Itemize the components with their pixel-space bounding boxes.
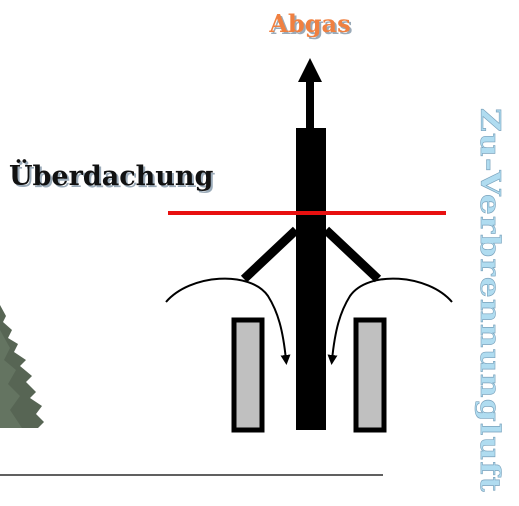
combustion-air-label: Zu-Verbrennungluft (474, 108, 505, 493)
deflector-legs (240, 226, 382, 283)
chimney-pipe (296, 128, 326, 430)
exhaust-label: Abgas (268, 9, 350, 38)
tree-silhouette (0, 305, 44, 428)
exhaust-arrow (298, 58, 322, 130)
canopy-label: Überdachung (9, 158, 214, 192)
exhaust-shadow: Abgas (270, 11, 352, 40)
canopy-shadow: Überdachung (11, 160, 216, 194)
chamber-walls (231, 317, 387, 433)
air-flow-arrows (165, 277, 453, 365)
